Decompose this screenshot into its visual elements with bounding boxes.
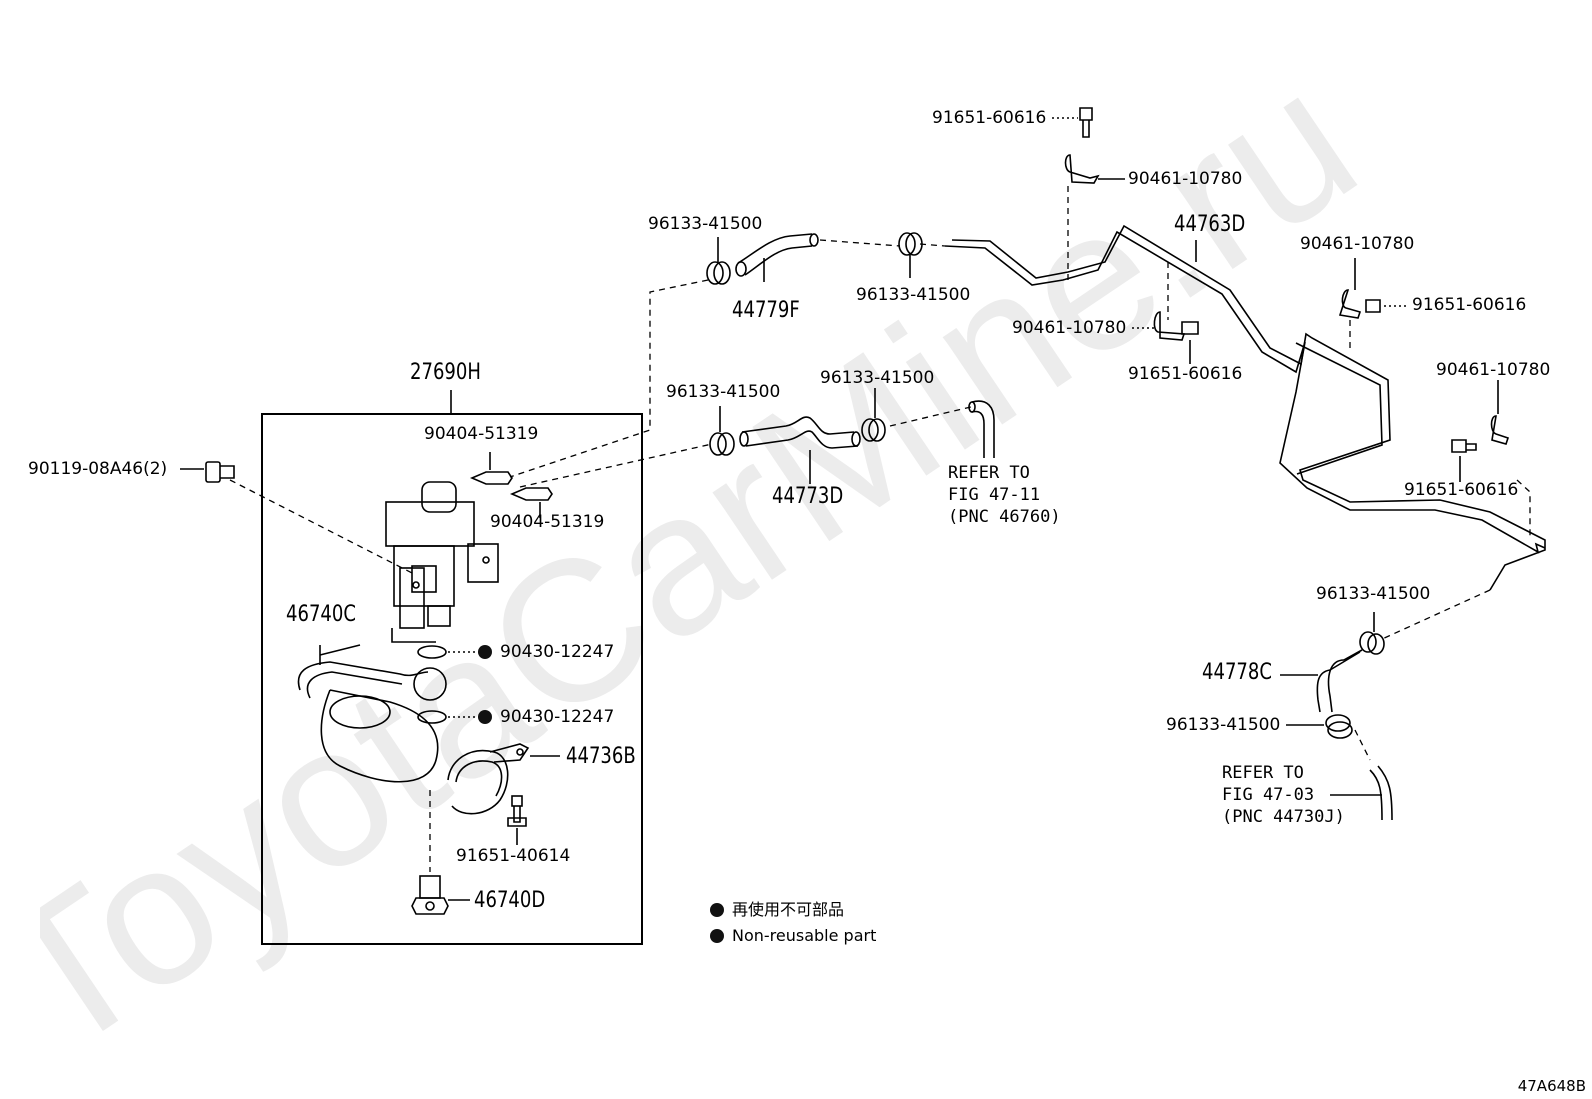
vsv-27690H — [385, 481, 499, 643]
label-44736B[interactable]: 44736B — [566, 744, 636, 769]
legend-japanese-text: 再使用不可部品 — [732, 900, 845, 919]
gasket-a — [417, 645, 447, 659]
label-91651-60616-mid[interactable]: 91651-60616 — [1128, 364, 1243, 384]
legend-japanese: 再使用不可部品 — [710, 902, 844, 918]
legend-dot-en — [710, 929, 724, 943]
label-91651-40614[interactable]: 91651-40614 — [456, 846, 571, 866]
clamp-top — [1064, 154, 1100, 184]
non-reusable-dot-a — [478, 645, 492, 659]
legend-dot-jp — [710, 903, 724, 917]
refer-note-1-line1: REFER TO — [948, 463, 1030, 483]
clamp-right1 — [1338, 289, 1381, 319]
bolt-right2 — [1451, 439, 1477, 453]
clamp-d — [861, 418, 886, 442]
label-96133-41500-c[interactable]: 96133-41500 — [666, 382, 781, 402]
label-96133-41500-b[interactable]: 96133-41500 — [856, 285, 971, 305]
label-90430-12247-b[interactable]: 90430-12247 — [478, 709, 614, 726]
refer-note-2-line3: (PNC 44730J) — [1222, 807, 1345, 827]
label-90430-12247-a-text: 90430-12247 — [500, 642, 615, 662]
label-90430-12247-b-text: 90430-12247 — [500, 707, 615, 727]
clamp-a — [706, 261, 731, 285]
refer-hose-1 — [968, 400, 995, 458]
legend-english-text: Non-reusable part — [732, 926, 877, 945]
hose-44778C — [1316, 649, 1363, 713]
label-46740C[interactable]: 46740C — [286, 602, 356, 627]
clamp-b — [898, 232, 923, 256]
label-27690H[interactable]: 27690H — [410, 360, 481, 385]
label-90461-10780-mid[interactable]: 90461-10780 — [1012, 318, 1127, 338]
clamp-mid — [1153, 311, 1199, 341]
label-44763D[interactable]: 44763D — [1174, 212, 1246, 237]
label-90461-10780-r1[interactable]: 90461-10780 — [1300, 234, 1415, 254]
bolt-top — [1079, 107, 1093, 138]
label-96133-41500-f[interactable]: 96133-41500 — [1166, 715, 1281, 735]
filter-46740C — [297, 645, 447, 783]
label-44773D[interactable]: 44773D — [772, 484, 844, 509]
label-90461-10780-r2[interactable]: 90461-10780 — [1436, 360, 1551, 380]
label-90461-10780-top[interactable]: 90461-10780 — [1128, 169, 1243, 189]
refer-note-1-line2: FIG 47-11 — [948, 485, 1041, 505]
label-90119-08A46[interactable]: 90119-08A46(2) — [28, 459, 168, 479]
pipe-44763D — [944, 224, 1546, 591]
label-46740D[interactable]: 46740D — [474, 888, 546, 913]
legend-english: Non-reusable part — [710, 928, 876, 944]
label-90430-12247-a[interactable]: 90430-12247 — [478, 644, 614, 661]
label-96133-41500-a[interactable]: 96133-41500 — [648, 214, 763, 234]
clamp-right2 — [1490, 415, 1510, 445]
clamp-44736B — [447, 743, 530, 815]
connector-90404-b — [509, 487, 553, 501]
hose-44779F — [735, 233, 819, 277]
refer-note-2-line1: REFER TO — [1222, 763, 1304, 783]
refer-note-2-line2: FIG 47-03 — [1222, 785, 1315, 805]
union-bolt-46740D — [411, 875, 449, 915]
label-44779F[interactable]: 44779F — [732, 298, 800, 323]
figure-code: 47A648B — [1517, 1077, 1586, 1095]
label-91651-60616-r1[interactable]: 91651-60616 — [1412, 295, 1527, 315]
clamp-e — [1359, 631, 1385, 655]
non-reusable-dot-b — [478, 710, 492, 724]
connector-90404-a — [469, 471, 513, 485]
label-96133-41500-d[interactable]: 96133-41500 — [820, 368, 935, 388]
label-44778C[interactable]: 44778C — [1202, 660, 1272, 685]
label-91651-60616-r2[interactable]: 91651-60616 — [1404, 480, 1519, 500]
label-96133-41500-e[interactable]: 96133-41500 — [1316, 584, 1431, 604]
label-90404-51319-a[interactable]: 90404-51319 — [424, 424, 539, 444]
bolt-90119 — [205, 461, 235, 483]
gasket-b — [417, 710, 447, 724]
hose-44773D — [739, 416, 861, 449]
refer-hose-2 — [1369, 765, 1393, 821]
refer-note-1-line3: (PNC 46760) — [948, 507, 1061, 527]
clamp-c — [709, 432, 735, 456]
assembly-27690H-box — [261, 413, 643, 945]
label-91651-60616-top[interactable]: 91651-60616 — [932, 108, 1047, 128]
label-90404-51319-b[interactable]: 90404-51319 — [490, 512, 605, 532]
bolt-91651-40614 — [507, 795, 527, 827]
clamp-f — [1325, 714, 1353, 739]
